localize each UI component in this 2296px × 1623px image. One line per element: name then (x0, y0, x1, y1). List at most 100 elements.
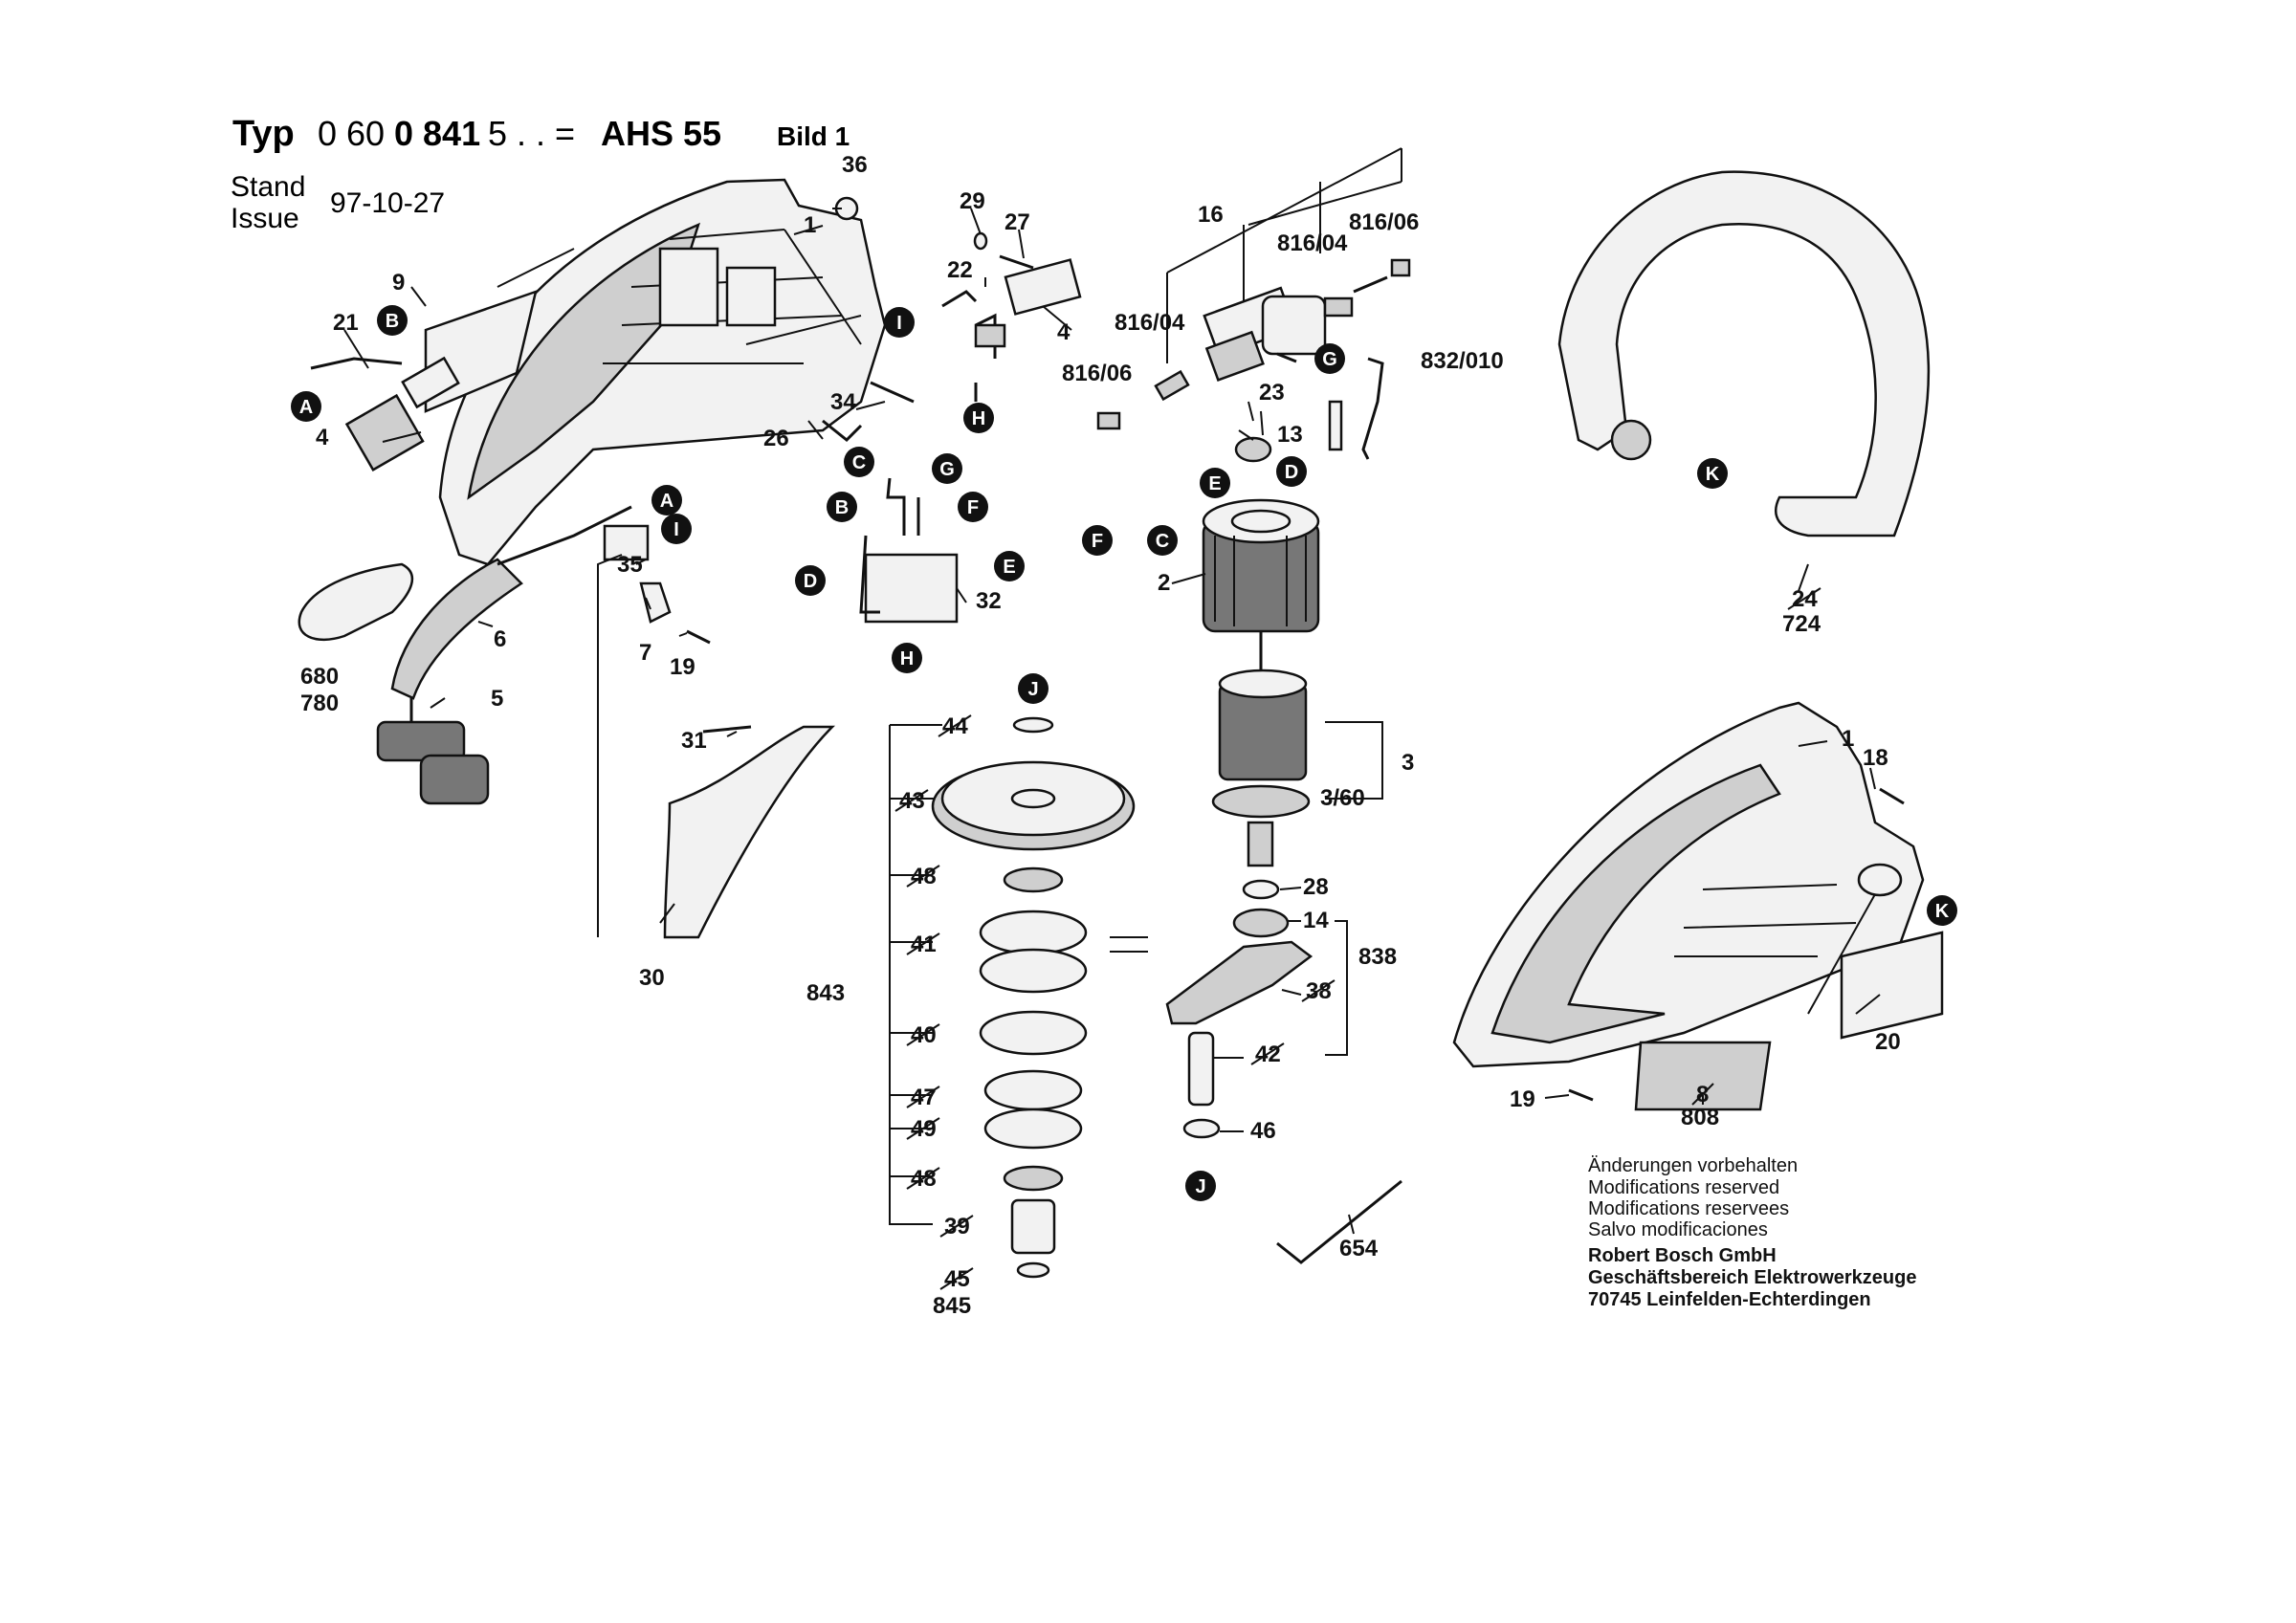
callout-13: 13 (1277, 422, 1303, 448)
callout-9: 9 (392, 270, 405, 296)
svg-text:H: H (900, 648, 914, 669)
callout-4: 4 (316, 425, 329, 450)
connecting-arm-38 (1165, 940, 1314, 1025)
callout-816-04-top: 816/04 (1277, 230, 1348, 256)
screw-18 (1879, 787, 1905, 805)
callout-19: 19 (670, 654, 695, 680)
marker-H-2: H (892, 643, 922, 673)
svg-text:G: G (939, 459, 955, 480)
marker-J-2: J (1185, 1171, 1216, 1201)
header-typ: Typ (232, 114, 295, 154)
footer-line1: Änderungen vorbehalten (1588, 1155, 1798, 1176)
struck-48-b: 48 (906, 1166, 940, 1192)
label-plate-808 (1634, 1041, 1772, 1111)
washer-28 (1242, 879, 1280, 900)
marker-D-2: D (1276, 456, 1307, 487)
header-stand-label: Stand (231, 171, 305, 203)
svg-text:B: B (835, 497, 849, 518)
callout-5: 5 (491, 686, 503, 712)
header-type-suffix: 5 . . = (488, 114, 575, 153)
screw-23 (1276, 352, 1297, 363)
struck-callouts: 44 43 48 41 40 47 49 48 39 45 38 42 24 8 (894, 586, 1821, 1292)
housing-right-half (1452, 701, 1925, 1068)
wire-832-010 (1361, 357, 1384, 460)
callout-808: 808 (1681, 1105, 1719, 1130)
callout-32: 32 (976, 588, 1002, 614)
callout-1: 1 (804, 212, 816, 238)
spring (1353, 275, 1388, 294)
footer-line4: Salvo modificaciones (1588, 1219, 1768, 1240)
callout-2: 2 (1158, 570, 1170, 596)
marker-B-1: B (377, 305, 408, 336)
footer-company: Robert Bosch GmbH (1588, 1245, 1777, 1266)
ring-48a (1003, 866, 1064, 893)
struck-39: 39 (939, 1214, 974, 1239)
bracket-838 (1325, 920, 1348, 1056)
footer-address: 70745 Leinfelden-Echterdingen (1588, 1289, 1871, 1310)
callout-816-06-top: 816/06 (1349, 209, 1419, 235)
callout-780: 780 (300, 691, 339, 716)
marker-E-2: E (1200, 468, 1230, 498)
equal-symbol (1110, 936, 1148, 953)
housing-left-half (438, 178, 887, 566)
terminal-block (603, 524, 650, 561)
leader-lines (343, 208, 1881, 1235)
callout-3: 3 (1402, 750, 1414, 776)
marker-G-1: G (932, 453, 962, 484)
front-handle (1557, 170, 1931, 537)
callout-7: 7 (639, 640, 651, 666)
callout-27: 27 (1004, 209, 1030, 235)
svg-text:F: F (967, 497, 979, 518)
connection-markers: A B A I I H C G B F E D H G E D F C J J … (291, 305, 1957, 1201)
disc-41a (979, 910, 1088, 955)
callout-28: 28 (1303, 874, 1329, 900)
switch-assembly-top (941, 231, 1082, 402)
marker-J-1: J (1018, 673, 1049, 704)
struck-38: 38 (1301, 978, 1336, 1004)
marker-F-1: F (958, 492, 988, 522)
marker-A-2: A (651, 485, 682, 515)
hex-key-654 (1276, 1179, 1402, 1264)
callout-4-top: 4 (1057, 319, 1071, 345)
callout-816-06-left: 816/06 (1062, 361, 1132, 386)
callout-20: 20 (1875, 1029, 1901, 1055)
footer-notes: Änderungen vorbehalten Modifications res… (1588, 1155, 1916, 1310)
marker-I-2: I (884, 307, 915, 338)
clamp (639, 581, 672, 624)
footer-line2: Modifications reserved (1588, 1177, 1779, 1198)
callout-22: 22 (947, 257, 973, 283)
callout-labels: 36 1 9 21 4 29 27 22 4 34 26 35 32 6 7 1… (300, 152, 1901, 1319)
bearing-14 (1232, 908, 1290, 938)
struck-41: 41 (906, 932, 940, 957)
footer-line3: Modifications reservees (1588, 1198, 1789, 1219)
screw-19-right (1568, 1088, 1594, 1102)
svg-text:B: B (386, 311, 399, 332)
marker-D-1: D (795, 565, 826, 596)
callout-680: 680 (300, 664, 339, 690)
armature-3 (1211, 631, 1311, 867)
svg-text:H: H (972, 408, 985, 429)
marker-K-2: K (1927, 895, 1957, 926)
svg-text:K: K (1935, 901, 1950, 922)
switch-32 (859, 477, 959, 624)
part-26 (822, 419, 863, 443)
callout-29: 29 (960, 188, 985, 214)
struck-8: 8 (1691, 1082, 1714, 1108)
callout-724: 724 (1782, 611, 1821, 637)
brush-816-04-left (1154, 369, 1190, 402)
brush-816-04-right (1323, 296, 1354, 318)
callout-23: 23 (1259, 380, 1285, 406)
header-bild: Bild 1 (777, 121, 850, 151)
stator-2 (1202, 498, 1320, 633)
struck-48-a: 48 (906, 864, 940, 889)
struck-42: 42 (1250, 1042, 1285, 1067)
struck-40: 40 (906, 1022, 940, 1048)
callout-14: 14 (1303, 908, 1329, 933)
callout-34: 34 (830, 389, 856, 415)
struck-45: 45 (939, 1266, 974, 1292)
part-34 (870, 381, 915, 404)
marker-I-1: I (661, 514, 692, 544)
callout-31: 31 (681, 728, 707, 754)
callout-21: 21 (333, 310, 359, 336)
